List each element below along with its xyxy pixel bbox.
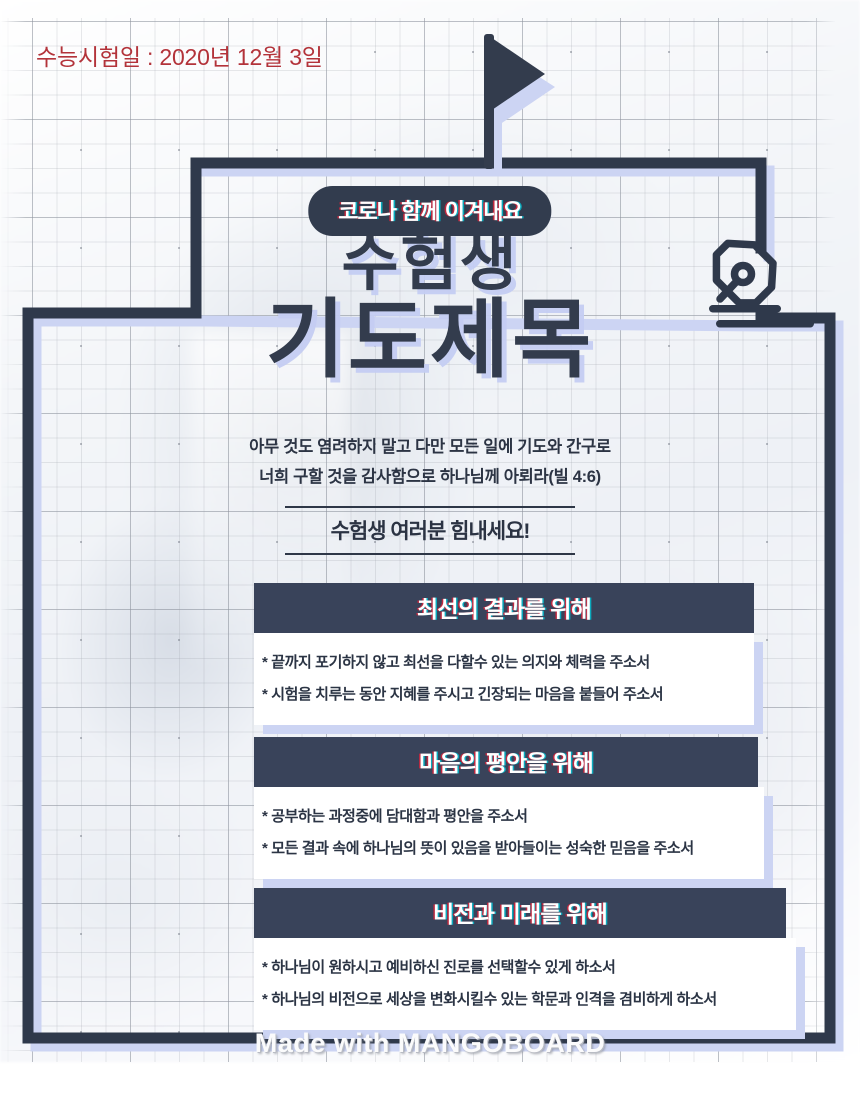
cheer-label: 수험생 여러분 힘내세요! [330,520,531,543]
watermark: Made with MANGOBOARD [254,1028,606,1058]
prayer-item: * 공부하는 과정중에 담대함과 평안을 주소서 [262,808,528,825]
pen-nib-icon [709,239,814,328]
prayer-item: * 끝까지 포기하지 않고 최선을 다할수 있는 의지와 체력을 주소서 [262,654,650,671]
exam-date-label: 수능시험일 : 2020년 12월 3일 [36,44,323,70]
section-body: * 하나님이 원하시고 예비하신 진로를 선택할수 있게 하소서 * 하나님의 … [254,938,796,1030]
cheer-banner: 수험생 여러분 힘내세요! [285,506,575,555]
prayer-item: * 하나님의 비전으로 세상을 변화시킬수 있는 학문과 인격을 겸비하게 하소… [262,991,717,1008]
status-badge-label: 코로나 함께 이겨내요 [338,199,522,224]
page-title: 수험생 기도제목 [0,232,860,385]
bible-verse-line1: 아무 것도 염려하지 말고 다만 모든 일에 기도와 간구로 [249,438,611,456]
prayer-item: * 하나님이 원하시고 예비하신 진로를 선택할수 있게 하소서 [262,959,616,976]
bible-verse: 아무 것도 염려하지 말고 다만 모든 일에 기도와 간구로 너희 구할 것을 … [0,432,860,492]
section-body: * 공부하는 과정중에 담대함과 평안을 주소서 * 모든 결과 속에 하나님의… [254,787,764,879]
status-badge: 코로나 함께 이겨내요 [308,186,552,236]
section-header-label: 비전과 미래를 위해 [432,901,608,927]
section-body: * 끝까지 포기하지 않고 최선을 다할수 있는 의지와 체력을 주소서 * 시… [254,633,754,725]
section-header: 최선의 결과를 위해 [254,583,754,633]
page-title-line1: 수험생 [341,229,519,298]
prayer-section: 마음의 평안을 위해 * 공부하는 과정중에 담대함과 평안을 주소서 * 모든… [254,737,764,879]
prayer-section: 비전과 미래를 위해 * 하나님이 원하시고 예비하신 진로를 선택할수 있게 … [254,888,796,1030]
section-header: 비전과 미래를 위해 [254,888,786,938]
prayer-section: 최선의 결과를 위해 * 끝까지 포기하지 않고 최선을 다할수 있는 의지와 … [254,583,754,725]
section-header-label: 최선의 결과를 위해 [416,596,592,622]
section-header-label: 마음의 평안을 위해 [418,750,594,776]
prayer-item: * 모든 결과 속에 하나님의 뜻이 있음을 받아들이는 성숙한 믿음을 주소서 [262,840,694,857]
flag-icon [484,34,555,170]
bible-verse-line2: 너희 구할 것을 감사함으로 하나님께 아뢰라(빌 4:6) [259,468,601,486]
prayer-item: * 시험을 치루는 동안 지혜를 주시고 긴장되는 마음을 붙들어 주소서 [262,686,664,703]
page-title-line2: 기도제목 [265,292,595,389]
section-header: 마음의 평안을 위해 [254,737,758,787]
